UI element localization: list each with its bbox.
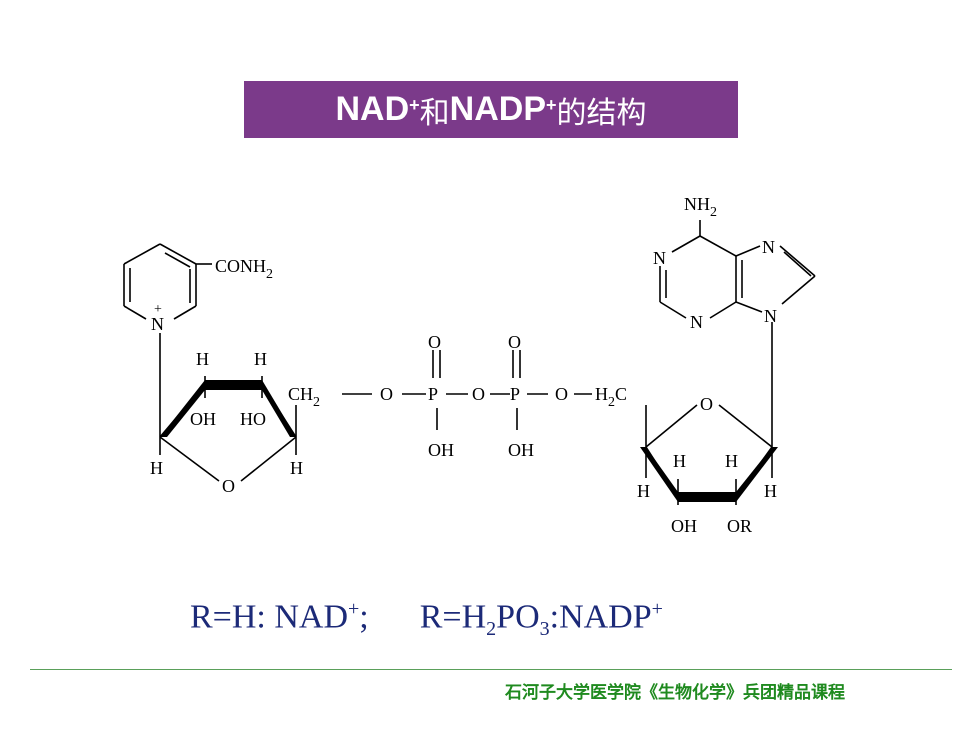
label-h-1: H [196, 349, 209, 369]
bond-lines [123, 220, 816, 505]
label-oh-p1: OH [428, 440, 454, 460]
label-o-bridge-1: O [380, 384, 393, 404]
label-ch2: CH2 [288, 384, 320, 410]
wedge-bonds [160, 380, 778, 502]
label-h-5: H [673, 451, 686, 471]
label-h-4: H [290, 458, 303, 478]
label-n-1: N [653, 248, 666, 268]
label-n-2: N [762, 237, 775, 257]
label-n-3: N [690, 312, 703, 332]
label-o-double-2: O [508, 332, 521, 352]
nad-structure-diagram: CONH2 N + H H OH HO H H O CH2 O P O P O … [123, 194, 816, 536]
label-h-2: H [254, 349, 267, 369]
caption-plus-2: + [651, 598, 663, 620]
label-oh-p2: OH [508, 440, 534, 460]
caption-sub-3: 3 [539, 618, 550, 641]
footer-divider [30, 669, 952, 670]
label-oh-1: OH [190, 409, 216, 429]
label-ho: HO [240, 409, 266, 429]
label-h-6: H [725, 451, 738, 471]
title-plus-1: + [409, 95, 420, 115]
label-o-double-1: O [428, 332, 441, 352]
label-h2c: H2C [595, 384, 627, 410]
formula-caption: R=H: NAD+; R=H2PO3:NADP+ [190, 598, 790, 648]
label-or: OR [727, 516, 752, 536]
label-o-ring-2: O [700, 394, 713, 414]
label-p-1: P [428, 384, 438, 404]
label-o-bridge-3: O [555, 384, 568, 404]
footer-course-name: 石河子大学医学院《生物化学》兵团精品课程 [505, 683, 845, 703]
label-conh2: CONH2 [215, 256, 273, 282]
label-nh2: NH2 [684, 194, 717, 220]
caption-plus-1: + [348, 598, 360, 620]
label-nicotinamide-n: N [151, 314, 164, 334]
title-nadp: NADP [449, 90, 546, 128]
title-plus-2: + [546, 95, 557, 115]
label-h-7: H [637, 481, 650, 501]
label-h-3: H [150, 458, 163, 478]
caption-nadp: :NADP [549, 598, 652, 636]
caption-nad: R=H: NAD [190, 598, 349, 636]
caption-po: PO [496, 598, 540, 636]
label-o-ring-1: O [222, 476, 235, 496]
label-n-4: N [764, 306, 777, 326]
atom-labels: CONH2 N + H H OH HO H H O CH2 O P O P O … [150, 194, 777, 536]
title-nad: NAD [335, 90, 410, 128]
label-h-8: H [764, 481, 777, 501]
label-plus: + [154, 302, 162, 317]
label-oh-2: OH [671, 516, 697, 536]
caption-rh2: R=H [419, 598, 487, 636]
caption-sep: ; [359, 598, 369, 636]
label-o-bridge-2: O [472, 384, 485, 404]
label-p-2: P [510, 384, 520, 404]
title-suffix: 的结构 [556, 95, 647, 131]
caption-sub-2: 2 [486, 618, 497, 641]
title-and: 和 [419, 95, 450, 131]
